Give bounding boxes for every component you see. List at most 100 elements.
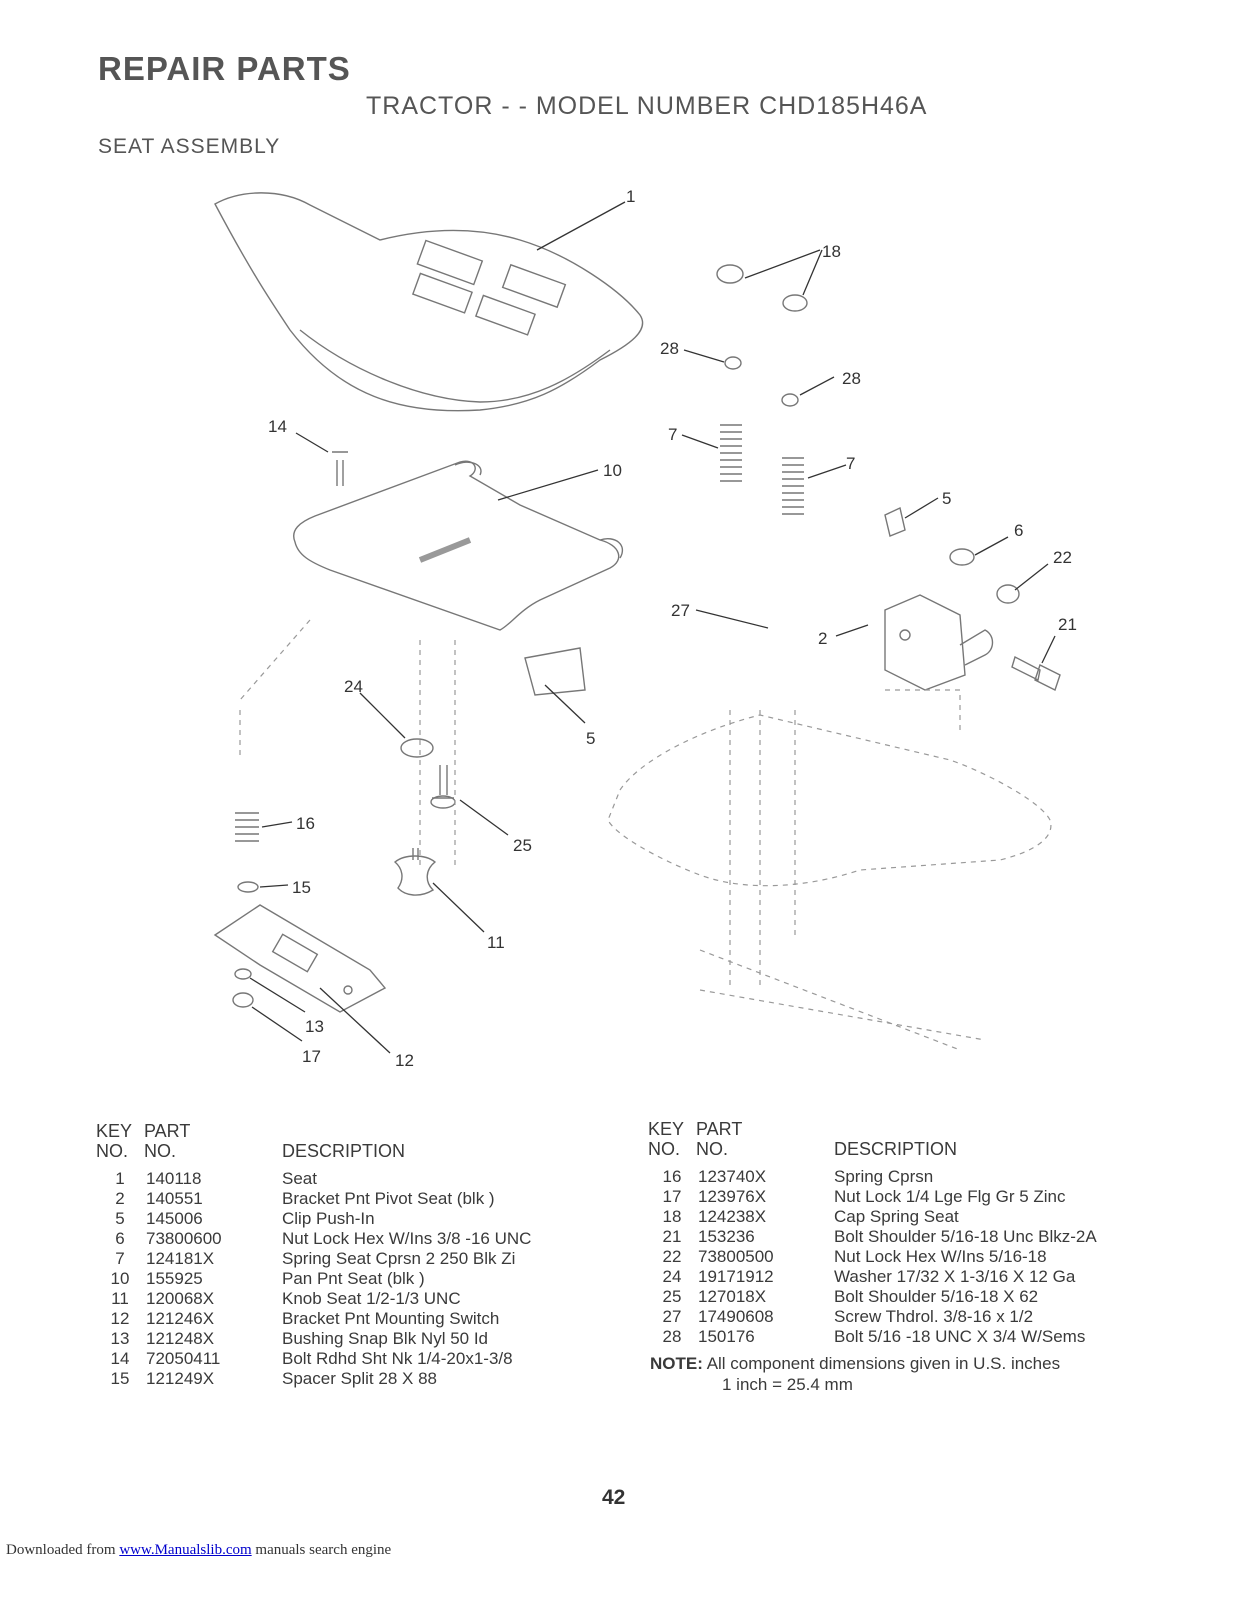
- callout-label: 13: [305, 1017, 324, 1036]
- footer-prefix: Downloaded from: [6, 1542, 120, 1558]
- callout-label: 7: [846, 454, 855, 473]
- key-no-cell: 17: [662, 1187, 682, 1206]
- key-no-cell: 27: [662, 1307, 682, 1326]
- callout-label: 25: [513, 836, 532, 855]
- part-no-cell: 121249X: [146, 1369, 215, 1388]
- callout-label: 10: [603, 461, 622, 480]
- key-no-cell: 25: [662, 1287, 682, 1306]
- callout-label: 21: [1058, 615, 1077, 634]
- key-no-cell: 1: [115, 1169, 125, 1188]
- knob-11: [393, 855, 437, 896]
- description-cell: Clip Push-In: [282, 1209, 375, 1228]
- bolt-25: [432, 765, 454, 799]
- description-cell: Spring Seat Cprsn 2 250 Blk Zi: [282, 1249, 516, 1268]
- clip-5-lower: [524, 647, 586, 696]
- table-row: 14 72050411 Bolt Rdhd Sht Nk 1/4-20x1-3/8: [96, 1349, 582, 1369]
- callout-label: 18: [822, 242, 841, 261]
- callout-label: 28: [842, 369, 861, 388]
- spring-7-right: [782, 457, 804, 515]
- part-no-header-bottom: NO.: [696, 1139, 729, 1159]
- key-no-cell: 14: [110, 1349, 130, 1368]
- model-number-heading: TRACTOR - - MODEL NUMBER CHD185H46A: [366, 92, 928, 120]
- bolt-21: [1011, 655, 1061, 691]
- callout-label: 24: [344, 677, 363, 696]
- nut-6: [949, 548, 975, 566]
- part-no-cell: 123740X: [698, 1167, 767, 1186]
- key-no-cell: 18: [662, 1207, 682, 1226]
- note-label: NOTE:: [650, 1354, 703, 1373]
- part-no-cell: 124181X: [146, 1249, 215, 1268]
- cap-18-left: [716, 264, 744, 284]
- part-no-cell: 127018X: [698, 1287, 767, 1306]
- description-cell: Pan Pnt Seat (blk ): [282, 1269, 425, 1288]
- key-no-cell: 5: [115, 1209, 125, 1228]
- key-no-cell: 15: [110, 1369, 130, 1388]
- description-cell: Cap Spring Seat: [834, 1207, 959, 1226]
- key-no-cell: 28: [662, 1327, 682, 1346]
- key-no-cell: 11: [111, 1289, 129, 1308]
- part-no-cell: 123976X: [698, 1187, 767, 1206]
- key-no-header-top: KEY: [648, 1119, 685, 1139]
- callout-label: 16: [296, 814, 315, 833]
- dimensions-note: NOTE: All component dimensions given in …: [650, 1353, 1060, 1395]
- description-cell: Bolt Shoulder 5/16-18 X 62: [834, 1287, 1039, 1306]
- table-row: 18 124238X Cap Spring Seat: [648, 1207, 1134, 1227]
- callout-label: 11: [487, 933, 505, 952]
- key-no-cell: 6: [115, 1229, 125, 1248]
- key-no-cell: 10: [110, 1269, 130, 1288]
- callout-label: 14: [268, 417, 287, 436]
- callout-label: 1: [626, 187, 635, 206]
- nut-17: [232, 992, 254, 1008]
- part-no-cell: 121246X: [146, 1309, 215, 1328]
- part-no-cell: 120068X: [146, 1289, 215, 1308]
- description-cell: Bolt Rdhd Sht Nk 1/4-20x1-3/8: [282, 1349, 513, 1368]
- part-no-cell: 140551: [146, 1189, 203, 1208]
- table-row: 24 19171912 Washer 17/32 X 1-3/16 X 12 Ga: [648, 1267, 1134, 1287]
- part-no-cell: 121248X: [146, 1329, 215, 1348]
- description-cell: Bracket Pnt Pivot Seat (blk ): [282, 1189, 495, 1208]
- key-no-cell: 12: [110, 1309, 130, 1328]
- manualslib-link[interactable]: www.Manualslib.com: [119, 1542, 252, 1558]
- callout-label: 15: [292, 878, 311, 897]
- key-no-header-bottom: NO.: [648, 1139, 681, 1159]
- callout-label: 17: [302, 1047, 321, 1066]
- spacer-15: [237, 881, 259, 893]
- description-cell: Nut Lock Hex W/Ins 3/8 -16 UNC: [282, 1229, 532, 1248]
- pivot-bracket-part: [884, 594, 994, 691]
- part-no-cell: 17490608: [698, 1307, 774, 1326]
- key-no-cell: 13: [110, 1329, 130, 1348]
- bushing-13: [234, 968, 252, 980]
- note-line-2: 1 inch = 25.4 mm: [722, 1375, 853, 1394]
- page-number: 42: [602, 1486, 626, 1509]
- part-no-cell: 72050411: [146, 1349, 221, 1368]
- key-no-cell: 2: [115, 1189, 125, 1208]
- description-cell: Nut Lock 1/4 Lge Flg Gr 5 Zinc: [834, 1187, 1066, 1206]
- seat-part: [214, 192, 644, 412]
- key-no-cell: 24: [662, 1267, 682, 1286]
- washer-24: [400, 738, 434, 758]
- key-no-cell: 22: [662, 1247, 682, 1266]
- description-cell: Spring Cprsn: [834, 1167, 934, 1186]
- part-no-cell: 153236: [698, 1227, 755, 1246]
- callout-label: 2: [818, 629, 827, 648]
- part-no-cell: 150176: [698, 1327, 755, 1346]
- part-no-header-bottom: NO.: [144, 1141, 177, 1161]
- part-no-cell: 19171912: [698, 1267, 774, 1286]
- seat-pan-part: [293, 460, 624, 631]
- description-cell: Washer 17/32 X 1-3/16 X 12 Ga: [834, 1267, 1076, 1286]
- mounting-bracket-12: [213, 904, 387, 1013]
- key-no-cell: 21: [662, 1227, 682, 1246]
- part-no-cell: 124238X: [698, 1207, 767, 1226]
- seat-assembly-diagram: 1 18 28 28 14 10 7 7 5 6 22 27 2 21 24 5…: [213, 187, 1077, 1070]
- part-no-header-top: PART: [144, 1121, 191, 1141]
- clip-5-upper: [884, 506, 906, 537]
